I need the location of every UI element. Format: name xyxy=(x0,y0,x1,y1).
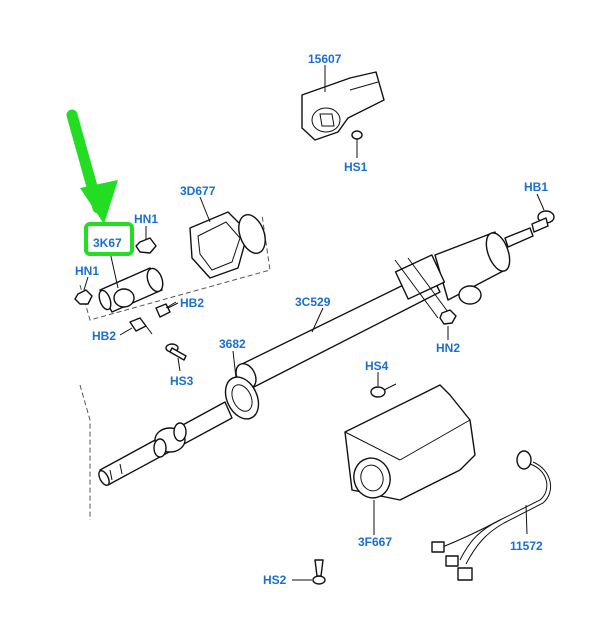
label-3682: 3682 xyxy=(219,337,246,351)
label-HS4: HS4 xyxy=(365,359,389,373)
bolt-HB2-left xyxy=(129,317,153,335)
label-HN2: HN2 xyxy=(436,341,460,355)
nut-HN1-top xyxy=(135,237,157,254)
label-HB2-right: HB2 xyxy=(180,296,204,310)
screw-HS1 xyxy=(351,130,363,148)
label-HB2-left: HB2 xyxy=(92,329,116,343)
nut-HN2 xyxy=(439,309,457,325)
subassembly-outline-lower xyxy=(79,384,91,520)
shroud-3F667 xyxy=(344,384,476,501)
wiring-harness-11572 xyxy=(431,450,552,581)
screw-HS4 xyxy=(370,383,397,398)
label-11572: 11572 xyxy=(510,539,543,553)
label-HS2: HS2 xyxy=(263,573,287,587)
label-HN1-left: HN1 xyxy=(75,264,99,278)
nut-HN1-left xyxy=(74,289,93,305)
label-HS3: HS3 xyxy=(170,374,194,388)
highlight-arrow-head xyxy=(80,180,118,224)
boot-3682 xyxy=(224,376,260,420)
label-15607: 15607 xyxy=(308,52,342,66)
screw-HS2 xyxy=(312,559,326,585)
label-HN1-top: HN1 xyxy=(134,212,158,226)
label-3C529: 3C529 xyxy=(295,295,331,309)
part-labels: 15607 HS1 HB1 3D677 HN1 3K67 HN1 HB2 HB2… xyxy=(75,52,548,587)
screw-HS3 xyxy=(165,343,187,361)
intermediate-shaft xyxy=(98,401,233,487)
steering-column-3C529 xyxy=(235,227,534,389)
highlight-arrow-icon xyxy=(66,109,118,224)
coupling-3K67 xyxy=(98,267,164,313)
label-3K67: 3K67 xyxy=(93,236,122,250)
lock-housing-15607 xyxy=(301,71,385,141)
label-HS1: HS1 xyxy=(344,160,368,174)
bolt-HB2-right xyxy=(155,301,177,318)
bolt-HB1 xyxy=(531,210,555,233)
label-3F667: 3F667 xyxy=(358,535,392,549)
highlight-box xyxy=(84,222,134,256)
label-3D677: 3D677 xyxy=(180,184,216,198)
seal-3D677 xyxy=(189,211,266,279)
label-HB1: HB1 xyxy=(524,180,548,194)
